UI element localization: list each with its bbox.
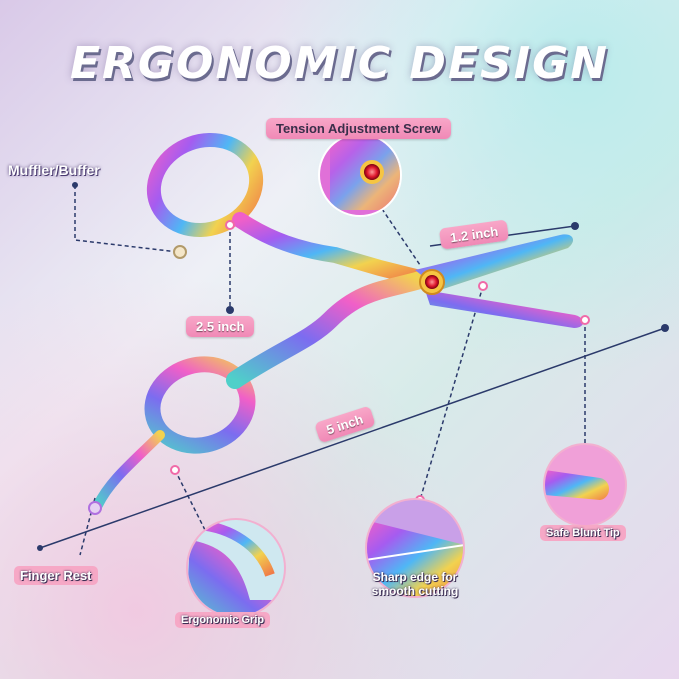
sharp-edge-label-line1: Sharp edge for bbox=[372, 570, 458, 584]
blunt-tip-zoom bbox=[543, 443, 627, 527]
tension-screw-zoom bbox=[318, 133, 402, 217]
sharp-edge-zoom bbox=[365, 498, 465, 598]
scissors-blades bbox=[415, 234, 584, 328]
muffler-screw-icon bbox=[173, 245, 187, 259]
headline: ERGONOMIC DESIGN bbox=[69, 38, 610, 89]
sharp-edge-label: Sharp edge for smooth cutting bbox=[345, 570, 485, 598]
pivot-screw-icon bbox=[419, 269, 445, 295]
grip-label: Ergonomic Grip bbox=[175, 612, 271, 628]
sharp-edge-label-line2: smooth cutting bbox=[371, 584, 459, 598]
finger-rest-label: Finger Rest bbox=[14, 566, 98, 585]
blunt-tip-label: Safe Blunt Tip bbox=[540, 525, 626, 541]
muffler-label: Muffler/Buffer bbox=[8, 162, 100, 178]
tension-screw-label: Tension Adjustment Screw bbox=[266, 118, 452, 139]
blade-length-label: 2.5 inch bbox=[186, 316, 255, 337]
scissors-handle-upper bbox=[146, 132, 428, 286]
scissors-handle-lower bbox=[88, 271, 429, 515]
grip-zoom bbox=[186, 518, 286, 618]
